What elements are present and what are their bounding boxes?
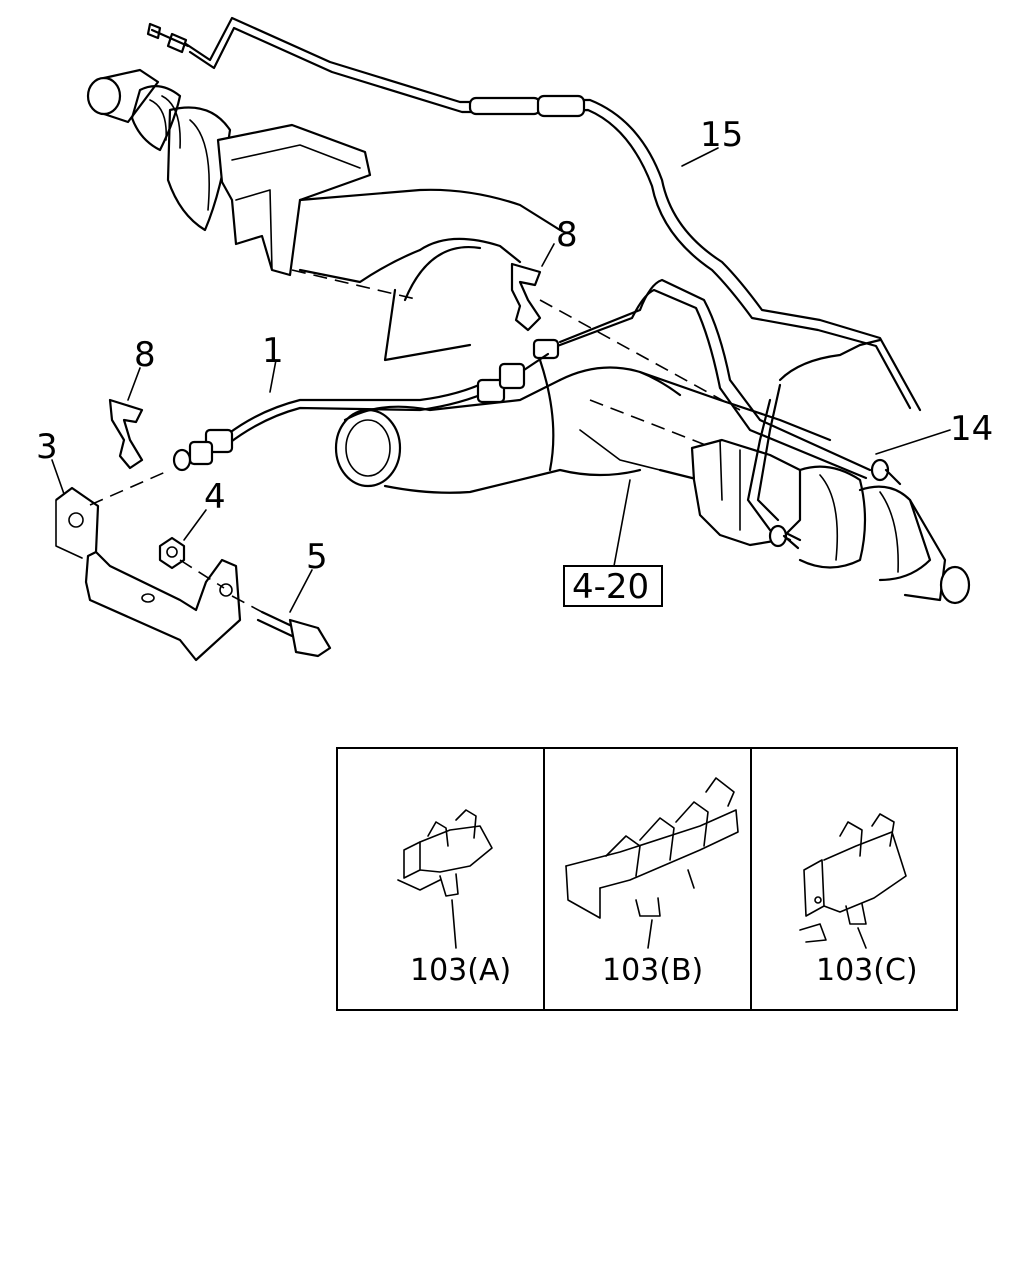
callout-4: 4: [204, 477, 226, 517]
callout-5: 5: [306, 537, 328, 577]
bracket-3: [55, 469, 242, 662]
reference-box: 4-20: [563, 565, 663, 607]
brake-pipe-14: [550, 278, 902, 550]
callout-3: 3: [36, 427, 58, 467]
clip-inset: 103(A) 103(B) 103(C): [336, 747, 958, 1011]
clip-8-lower: [108, 398, 144, 470]
axle-housing: [86, 68, 971, 605]
clip-103b: [565, 777, 739, 949]
reference-label: 4-20: [572, 567, 649, 607]
callout-15: 15: [700, 115, 743, 155]
callout-8-upper: 8: [556, 215, 578, 255]
callout-1: 1: [262, 331, 284, 371]
callout-8-lower: 8: [134, 335, 156, 375]
brake-hose-1: [172, 338, 560, 472]
clip-8-upper: [510, 262, 542, 332]
brake-pipe-15: [146, 16, 922, 412]
callout-14: 14: [950, 409, 993, 449]
nut-4: [158, 536, 225, 589]
callout-leaders: [51, 147, 951, 613]
bolt-5: [231, 595, 332, 658]
clip-103a: [397, 809, 493, 949]
clip-103c: [799, 813, 907, 949]
clip-103a-label: 103(A): [410, 953, 511, 988]
clip-103b-label: 103(B): [602, 953, 703, 988]
clip-103c-label: 103(C): [816, 953, 918, 988]
